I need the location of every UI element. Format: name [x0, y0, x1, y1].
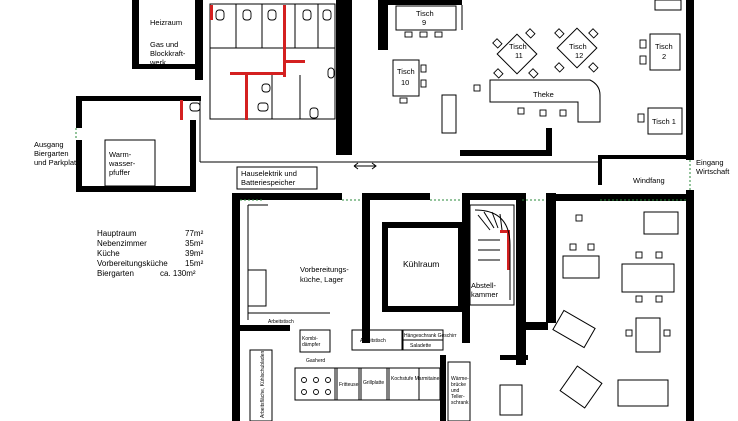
area-name-4: Biergarten — [97, 269, 134, 278]
label-gasherd: Gasherd — [306, 358, 325, 364]
label-ausgang-2: Biergarten — [34, 149, 69, 158]
label-ausgang-3: und Parkplatz — [34, 158, 80, 167]
label-tisch-11a: Tisch — [509, 42, 527, 51]
area-value-4: ca. 130m² — [160, 269, 196, 278]
area-name-1: Nebenzimmer — [97, 239, 147, 248]
label-tisch-10b: 10 — [401, 78, 409, 87]
label-tisch-9a: Tisch — [416, 9, 434, 18]
label-hauselektrik-2: Batteriespeicher — [241, 178, 296, 187]
label-gas-1: Gas und — [150, 40, 178, 49]
label-tisch-11b: 11 — [515, 51, 523, 60]
label-waerme-4: Teller- — [451, 394, 465, 400]
label-tisch-2b: 2 — [662, 52, 666, 61]
label-arbeitstisch-1: Arbeitstisch — [268, 319, 294, 325]
label-warmwasser-1: Warm- — [109, 150, 132, 159]
label-fritteuse: Fritteuse — [339, 382, 359, 388]
label-tisch-10a: Tisch — [397, 67, 415, 76]
label-theke: Theke — [533, 90, 554, 99]
label-vorbereitung-2: küche, Lager — [300, 275, 344, 284]
label-kombi-2: dämpfer — [302, 342, 321, 348]
area-name-3: Vorbereitungsküche — [97, 259, 168, 268]
sanitary-fixtures — [189, 9, 335, 119]
label-eingang-2: Wirtschaft — [696, 167, 730, 176]
label-arbeitstisch-2: Arbeitstisch — [360, 338, 386, 344]
label-arbeitsflaeche: Arbeitsfläche, Kühlschubladen — [260, 351, 266, 418]
label-warmwasser-2: wasser- — [108, 159, 136, 168]
area-value-0: 77m² — [185, 229, 204, 238]
label-tisch-9b: 9 — [422, 18, 426, 27]
area-value-2: 39m² — [185, 249, 204, 258]
walls — [76, 0, 694, 421]
label-ausgang-1: Ausgang — [34, 140, 64, 149]
label-waerme-2: brücke — [451, 382, 466, 388]
label-tisch-12a: Tisch — [569, 42, 587, 51]
thin-walls — [104, 3, 601, 421]
label-abstell-2: kammer — [471, 290, 499, 299]
label-waerme-3: und — [451, 388, 460, 394]
label-hauselektrik-1: Hauselektrik und — [241, 169, 297, 178]
label-abstell-1: Abstell- — [471, 281, 497, 290]
label-vorbereitung-1: Vorbereitungs- — [300, 265, 349, 274]
kitchen-labels: Arbeitstisch Kombi- dämpfer Arbeitstisch… — [260, 319, 469, 418]
label-tisch-1: Tisch 1 — [652, 117, 676, 126]
area-name-2: Küche — [97, 249, 120, 258]
label-gas-3: werk — [149, 58, 166, 67]
area-value-1: 35m² — [185, 239, 204, 248]
label-saladette: Saladette — [410, 343, 431, 349]
label-windfang: Windfang — [633, 176, 665, 185]
label-kochstufe: Kochstufe Marmitaine — [391, 376, 440, 382]
label-tisch-2a: Tisch — [655, 42, 673, 51]
label-tisch-12b: 12 — [575, 51, 583, 60]
table-labels: Tisch 9 Tisch 10 Tisch 11 Tisch 12 Tisch… — [397, 9, 676, 126]
area-name-0: Hauptraum — [97, 229, 137, 238]
label-grillplatte: Grillplatte — [363, 380, 384, 386]
label-waerme-5: schrank — [451, 400, 469, 406]
dining-tables — [392, 0, 683, 409]
room-labels: Heizraum Gas und Blockkraft- werk Ausgan… — [34, 18, 730, 299]
label-eingang-1: Eingang — [696, 158, 724, 167]
label-gas-2: Blockkraft- — [150, 49, 186, 58]
label-kuehlschrank: Hängeschrank Geschirr — [404, 333, 457, 339]
label-kombi-1: Kombi- — [302, 336, 318, 342]
label-kuehlraum: Kühlraum — [403, 259, 439, 269]
door-arrows — [353, 162, 377, 170]
label-heizraum: Heizraum — [150, 18, 182, 27]
area-value-3: 15m² — [185, 259, 204, 268]
area-legend: Hauptraum 77m² Nebenzimmer 35m² Küche 39… — [97, 229, 204, 278]
label-warmwasser-3: pfuffer — [109, 168, 131, 177]
door-openings — [75, 128, 691, 201]
gas-burners — [301, 377, 331, 395]
pipes — [180, 5, 510, 270]
label-waerme-1: Wärme- — [451, 376, 469, 382]
staircase — [474, 209, 511, 300]
